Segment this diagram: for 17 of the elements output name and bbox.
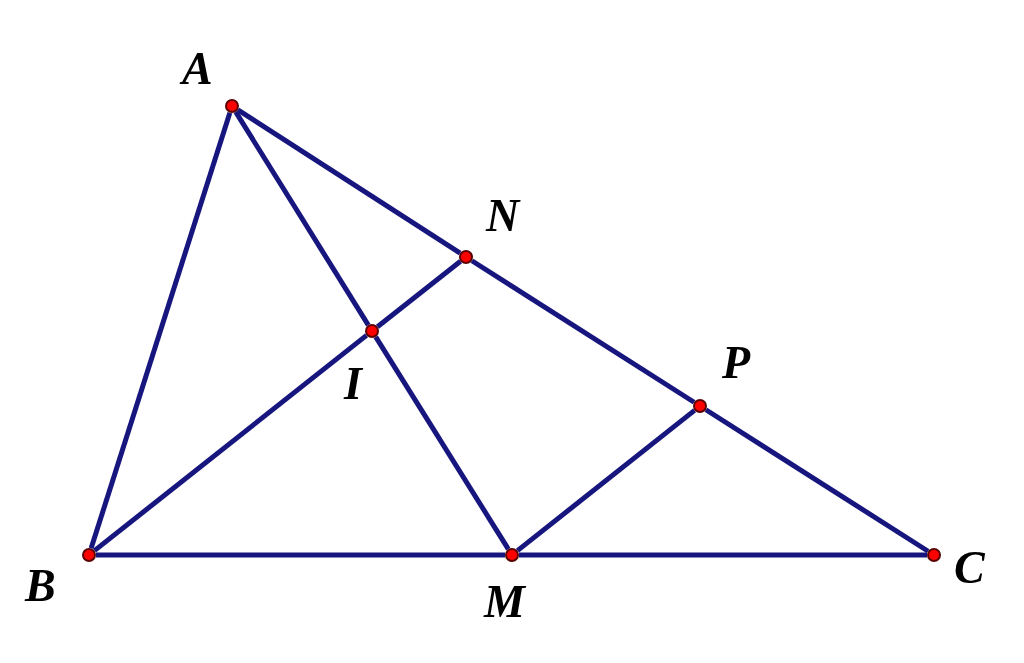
line-segment bbox=[88, 111, 233, 550]
point-label: C bbox=[954, 545, 985, 591]
point-label: B bbox=[25, 563, 56, 609]
line-segment bbox=[233, 110, 371, 327]
point-label: M bbox=[484, 579, 525, 625]
point-label: P bbox=[722, 340, 751, 386]
line-segment bbox=[236, 107, 462, 256]
line-segment bbox=[470, 258, 696, 405]
line-segment bbox=[519, 552, 927, 558]
line-segment bbox=[515, 408, 697, 553]
line-segment bbox=[96, 552, 505, 558]
line-segment bbox=[92, 333, 369, 553]
point-label: N bbox=[486, 193, 520, 239]
line-segment bbox=[373, 335, 511, 551]
point-label: I bbox=[344, 361, 362, 407]
line-segment bbox=[704, 407, 930, 554]
line-segment bbox=[375, 259, 463, 329]
